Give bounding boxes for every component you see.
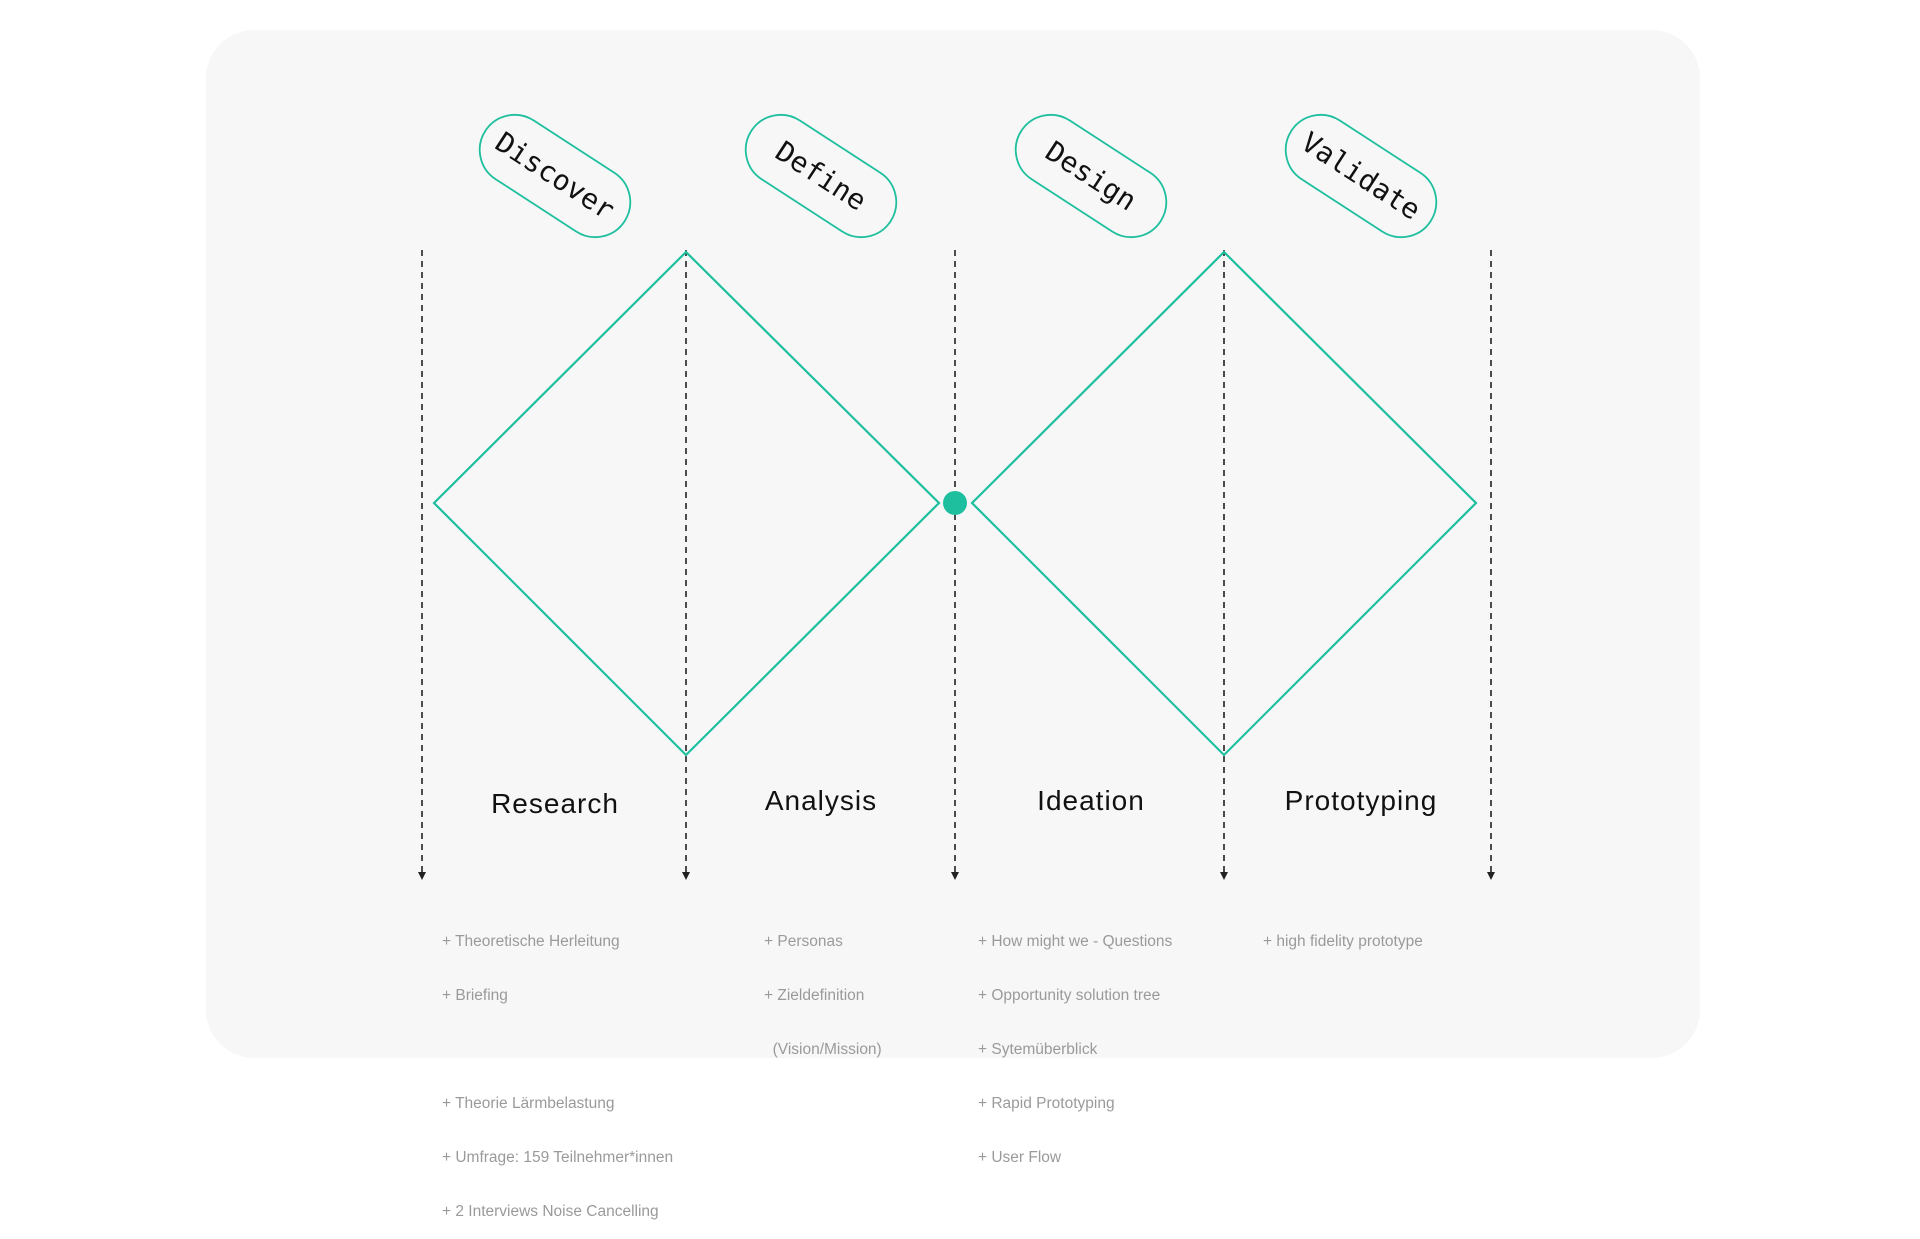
phase-title-ideation: Ideation [1037,785,1145,816]
stage-pill-validate: Validate [1284,113,1438,239]
stage-pill-border [1284,113,1438,239]
stage-pill-discover: Discover [478,113,632,239]
note-spacer [442,1041,673,1059]
note-line: + Personas [764,933,843,950]
phase-title-prototyping: Prototyping [1284,785,1438,816]
note-line: (Vision/Mission) [764,1041,882,1058]
phase-notes-prototyping: + high fidelity prototype [1263,897,1423,969]
stage-label-design: Design [1040,135,1143,218]
note-line: + User Flow [978,1149,1062,1166]
note-line: + 2 Interviews Noise Cancelling [442,1203,659,1220]
note-line: + Rapid Prototyping [978,1095,1115,1112]
note-line: + Sytemüberblick [978,1041,1098,1058]
stage-label-define: Define [770,135,873,218]
phase-notes-ideation: + How might we - Questions + Opportunity… [978,897,1172,1185]
stage-pill-border [744,113,898,239]
stage-pill-define: Define [744,113,898,239]
note-line: + Umfrage: 159 Teilnehmer*innen [442,1149,674,1166]
double-diamond-diagram: Discover Define Design Validate [418,113,1495,880]
phase-title-analysis: Analysis [764,785,878,816]
note-line: + Theorie Lärmbelastung [442,1095,615,1112]
stage-pill-design: Design [1014,113,1168,239]
phase-notes-analysis: + Personas + Zieldefinition (Vision/Miss… [764,897,882,1077]
note-line: + high fidelity prototype [1263,933,1423,950]
phase-title-research: Research [491,788,619,819]
midpoint-dot [943,491,967,515]
stage-pill-border [1014,113,1168,239]
phase-notes-research: + Theoretische Herleitung + Briefing + T… [442,897,673,1239]
guide-lines [418,250,1495,880]
note-line: + Theoretische Herleitung [442,933,620,950]
diamond-left [432,250,941,757]
stage-pill-border [478,113,632,239]
stage-label-discover: Discover [489,125,620,226]
diamond-right [970,250,1478,757]
diagram-card [206,30,1700,1058]
stage-label-validate: Validate [1295,125,1426,226]
note-line: + Zieldefinition [764,987,865,1004]
note-line: + How might we - Questions [978,933,1173,950]
note-line: + Briefing [442,987,508,1004]
note-line: + Opportunity solution tree [978,987,1161,1004]
